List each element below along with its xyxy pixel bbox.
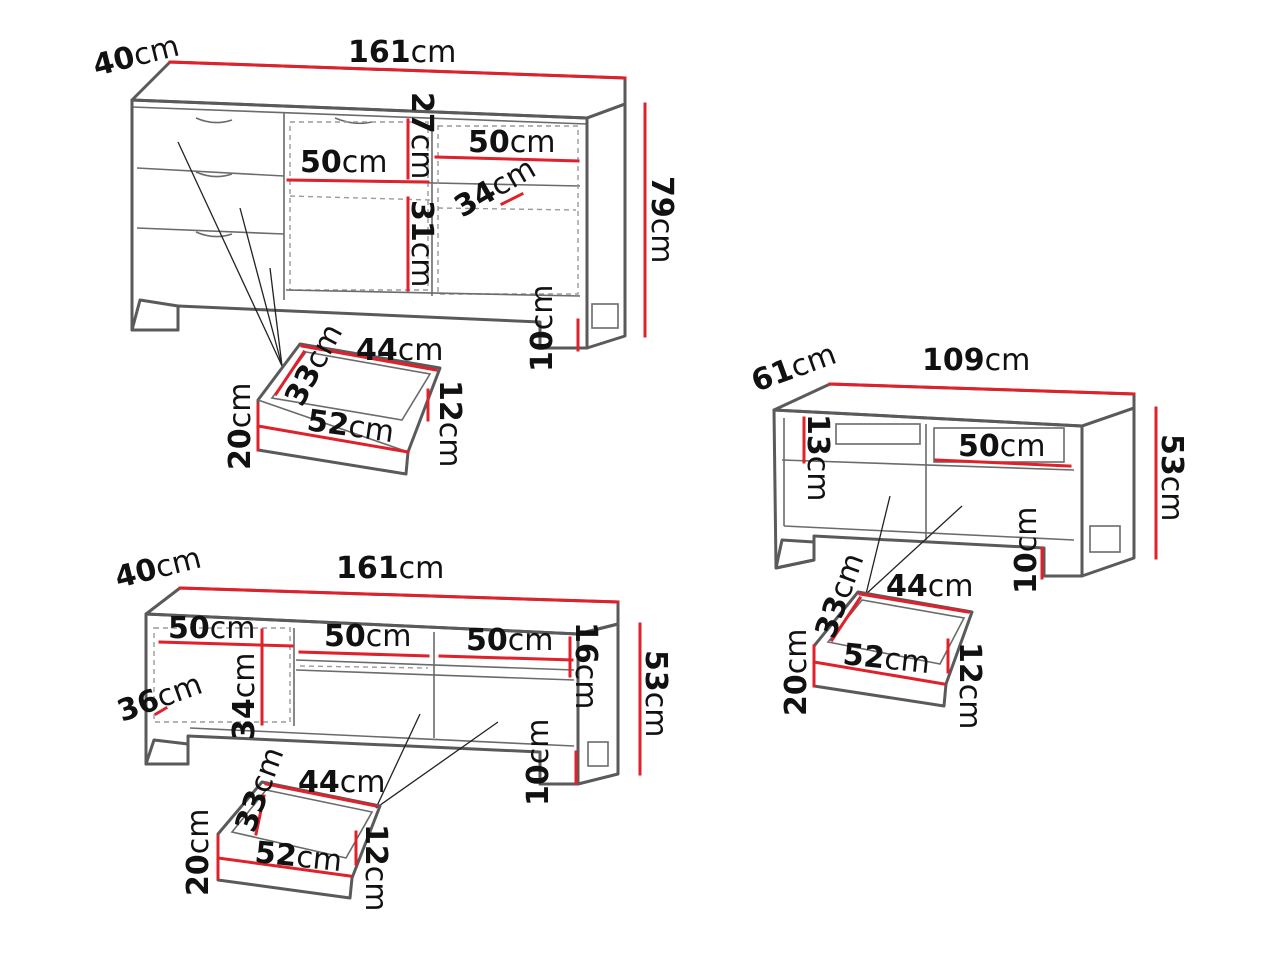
sideboard-depth-label: 40cm — [89, 29, 182, 84]
tv-stand-small-drawer-inner-height-label: 12cm — [952, 642, 987, 729]
sideboard-drawer-inner-width-label: 44cm — [356, 333, 443, 368]
sideboard-width-label: 161cm — [348, 35, 456, 70]
tv-stand-large-drawer-inner-width-line — [264, 782, 378, 808]
sideboard-top-compartment-height-label: 27cm — [404, 92, 439, 179]
tv-stand-large-left-compartment-width-label: 50cm — [168, 611, 255, 646]
tv-stand-small-width-line — [828, 382, 1136, 396]
tv-stand-large-compartment-height-label: 16cm — [568, 622, 603, 709]
tv-stand-small-compartment-width-label: 50cm — [958, 429, 1045, 464]
sideboard-side-panel — [585, 102, 627, 350]
tv-stand-small-depth-label: 61cm — [747, 337, 841, 400]
tv-stand-large-drawer-inner-width-label: 44cm — [298, 765, 385, 800]
sideboard-drawer-front-width-label: 52cm — [305, 403, 396, 450]
sideboard-right-compartment-width-line — [434, 155, 580, 163]
tv-stand-small-leg-height-label: 10cm — [1009, 507, 1044, 594]
sideboard-shelf-depth-line — [499, 191, 525, 207]
sideboard-drawer-inner-width-line — [300, 344, 438, 372]
tv-stand-large: 40cm 161cm 53cm 50cm 50cm 50cm 16cm 36cm… — [111, 541, 673, 912]
tv-stand-small-height-label: 53cm — [1154, 434, 1189, 521]
tv-stand-large-left-compartment-width-line — [158, 640, 294, 648]
sideboard-left-compartment-width-line — [286, 178, 430, 184]
tv-stand-large-left-compartment-height-label: 34cm — [227, 653, 262, 740]
sideboard: 40cm 161cm 79cm 27cm 50cm 50cm 34cm 31cm… — [89, 29, 679, 476]
tv-stand-large-drawer-front-width-line — [216, 856, 352, 878]
sideboard-drawer-inner-depth-label: 33cm — [278, 318, 350, 412]
tv-stand-small-side-panel — [1080, 406, 1136, 578]
sideboard-right-compartment-width-label: 50cm — [468, 125, 555, 160]
sideboard-drawer-front-width-line — [256, 424, 410, 454]
tv-stand-small-drawer-front-height-label: 20cm — [779, 629, 814, 716]
tv-stand-large-drawer-front-height-label: 20cm — [181, 809, 216, 896]
sideboard-drawer-inner-depth-line — [273, 349, 307, 397]
sideboard-height-label: 79cm — [644, 176, 679, 263]
tv-stand-large-width-label: 161cm — [336, 551, 444, 586]
tv-stand-small-drawer-front-width-label: 52cm — [841, 637, 932, 681]
tv-stand-large-drawer-front-width-label: 52cm — [253, 835, 344, 879]
tv-stand-small-drawer-inner-width-line — [858, 592, 970, 614]
tv-stand-small-compartment-height-label: 13cm — [800, 414, 835, 501]
tv-stand-small-drawer-inner-width-label: 44cm — [886, 569, 973, 604]
tv-stand-large-drawer — [216, 780, 382, 900]
tv-stand-large-drawer-inner-depth-line — [254, 794, 266, 836]
tv-stand-large-right-compartment-width-line — [438, 654, 574, 662]
tv-stand-large-width-line — [178, 586, 620, 604]
tv-stand-large-drawer-inner-height-label: 12cm — [358, 824, 393, 911]
tv-stand-large-left-shelf-depth-label: 36cm — [113, 667, 207, 730]
tv-stand-large-middle-compartment-width-label: 50cm — [324, 619, 411, 654]
sideboard-lower-compartment-height-label: 31cm — [404, 200, 439, 287]
tv-stand-large-middle-compartment-width-line — [298, 650, 430, 658]
tv-stand-large-side-panel — [576, 622, 620, 786]
sideboard-width-line — [168, 60, 627, 80]
sideboard-leg-height-label: 10cm — [525, 285, 560, 372]
tv-stand-large-height-label: 53cm — [638, 650, 673, 737]
sideboard-drawer-inner-height-label: 12cm — [432, 380, 467, 467]
tv-stand-small-drawer-front-width-line — [812, 660, 946, 686]
sideboard-left-compartment-width-label: 50cm — [300, 145, 387, 180]
tv-stand-large-right-compartment-width-label: 50cm — [466, 623, 553, 658]
tv-stand-small: 61cm 109cm 53cm 13cm 50cm 10cm 44cm 33cm… — [747, 337, 1189, 730]
sideboard-shelf-depth-label: 34cm — [449, 151, 542, 225]
tv-stand-large-left-shelf-depth-line — [153, 705, 169, 717]
tv-stand-large-drawer-inner-depth-label: 33cm — [229, 743, 292, 837]
tv-stand-small-width-label: 109cm — [922, 343, 1030, 378]
sideboard-drawer-front-height-label: 20cm — [223, 383, 258, 470]
tv-stand-large-leg-height-label: 10cm — [521, 719, 556, 806]
tv-stand-small-compartment-width-line — [934, 458, 1072, 468]
tv-stand-small-drawer-inner-depth-line — [829, 595, 863, 643]
